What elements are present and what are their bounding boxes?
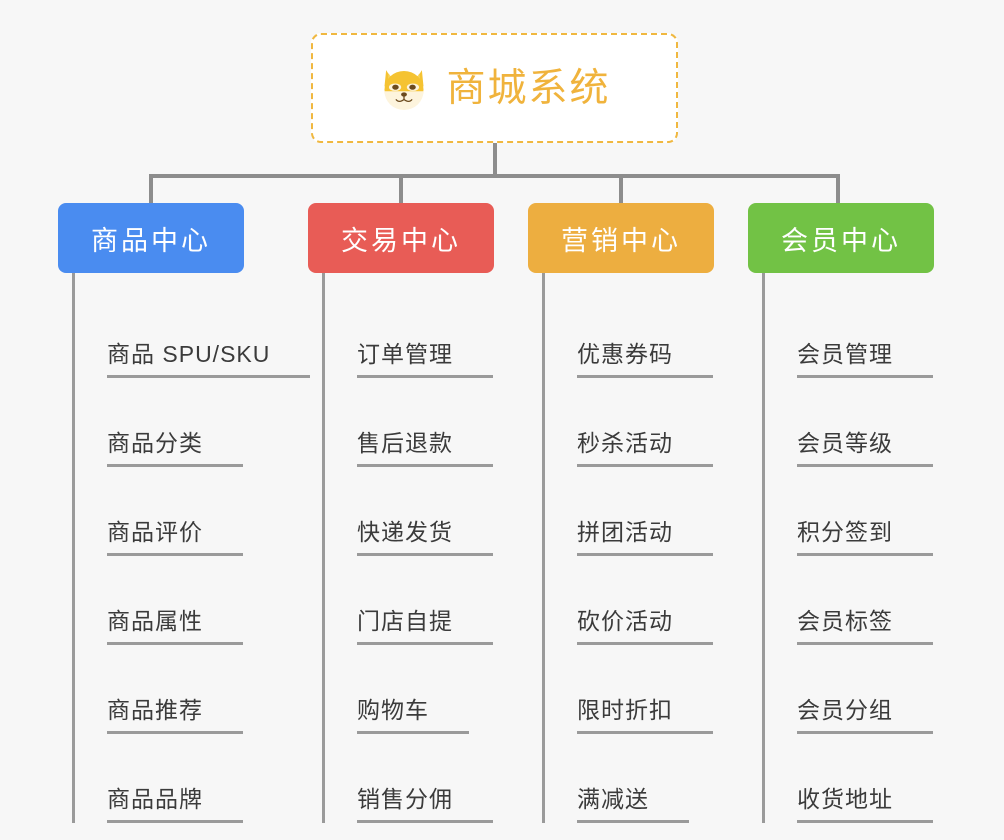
list-item[interactable]: 会员等级 <box>765 378 978 467</box>
list-item[interactable]: 快递发货 <box>325 467 538 556</box>
leaf-label: 砍价活动 <box>577 607 713 645</box>
leaf-label: 商品品牌 <box>107 785 243 823</box>
list-item[interactable]: 拼团活动 <box>545 467 758 556</box>
list-item[interactable]: 秒杀活动 <box>545 378 758 467</box>
leaf-label: 商品评价 <box>107 518 243 556</box>
list-item[interactable]: 商品属性 <box>75 556 288 645</box>
branch-header-1[interactable]: 交易中心 <box>308 203 494 273</box>
leaf-rail-3: 会员管理 会员等级 积分签到 会员标签 会员分组 收货地址 <box>762 273 978 823</box>
leaf-label: 限时折扣 <box>577 696 713 734</box>
connector-drop-2 <box>399 174 403 205</box>
shiba-dog-icon <box>384 70 424 110</box>
branch-header-0[interactable]: 商品中心 <box>58 203 244 273</box>
list-item[interactable]: 满减送 <box>545 734 758 823</box>
leaf-label: 销售分佣 <box>357 785 493 823</box>
leaf-rail-1: 订单管理 售后退款 快递发货 门店自提 购物车 销售分佣 <box>322 273 538 823</box>
list-item[interactable]: 商品 SPU/SKU <box>75 289 311 378</box>
leaf-label: 优惠券码 <box>577 340 713 378</box>
list-item[interactable]: 收货地址 <box>765 734 978 823</box>
leaf-label: 快递发货 <box>357 518 493 556</box>
leaf-label: 商品推荐 <box>107 696 243 734</box>
list-item[interactable]: 门店自提 <box>325 556 538 645</box>
leaf-label: 会员等级 <box>797 429 933 467</box>
leaf-label: 满减送 <box>577 785 689 823</box>
leaf-label: 商品属性 <box>107 607 243 645</box>
branch-header-2[interactable]: 营销中心 <box>528 203 714 273</box>
connector-drop-4 <box>836 174 840 205</box>
leaf-rail-2: 优惠券码 秒杀活动 拼团活动 砍价活动 限时折扣 满减送 <box>542 273 758 823</box>
branch-column-0: 商品中心 商品 SPU/SKU 商品分类 商品评价 商品属性 商品推荐 商品品牌 <box>58 203 311 823</box>
connector-root-stem <box>493 143 497 177</box>
leaf-label: 秒杀活动 <box>577 429 713 467</box>
branch-column-2: 营销中心 优惠券码 秒杀活动 拼团活动 砍价活动 限时折扣 满减送 <box>528 203 758 823</box>
connector-drop-1 <box>149 174 153 205</box>
leaf-rail-0: 商品 SPU/SKU 商品分类 商品评价 商品属性 商品推荐 商品品牌 <box>72 273 311 823</box>
list-item[interactable]: 购物车 <box>325 645 538 734</box>
list-item[interactable]: 会员标签 <box>765 556 978 645</box>
leaf-label: 收货地址 <box>797 785 933 823</box>
list-item[interactable]: 商品品牌 <box>75 734 288 823</box>
leaf-label: 积分签到 <box>797 518 933 556</box>
leaf-label: 商品 SPU/SKU <box>107 340 311 378</box>
connector-bus <box>149 174 840 178</box>
list-item[interactable]: 砍价活动 <box>545 556 758 645</box>
leaf-label: 会员标签 <box>797 607 933 645</box>
branch-header-3[interactable]: 会员中心 <box>748 203 934 273</box>
leaf-label: 拼团活动 <box>577 518 713 556</box>
list-item[interactable]: 优惠券码 <box>545 289 758 378</box>
leaf-label: 门店自提 <box>357 607 493 645</box>
leaf-label: 售后退款 <box>357 429 493 467</box>
root-node[interactable]: 商城系统 <box>311 33 678 143</box>
leaf-label: 会员管理 <box>797 340 933 378</box>
list-item[interactable]: 商品推荐 <box>75 645 288 734</box>
root-title: 商城系统 <box>446 66 611 110</box>
connector-drop-3 <box>619 174 623 205</box>
branch-column-1: 交易中心 订单管理 售后退款 快递发货 门店自提 购物车 销售分佣 <box>308 203 538 823</box>
branch-column-3: 会员中心 会员管理 会员等级 积分签到 会员标签 会员分组 收货地址 <box>748 203 978 823</box>
list-item[interactable]: 销售分佣 <box>325 734 538 823</box>
list-item[interactable]: 订单管理 <box>325 289 538 378</box>
list-item[interactable]: 售后退款 <box>325 378 538 467</box>
list-item[interactable]: 积分签到 <box>765 467 978 556</box>
leaf-label: 商品分类 <box>107 429 243 467</box>
list-item[interactable]: 会员分组 <box>765 645 978 734</box>
leaf-label: 会员分组 <box>797 696 933 734</box>
list-item[interactable]: 商品分类 <box>75 378 288 467</box>
leaf-label: 购物车 <box>357 696 469 734</box>
list-item[interactable]: 商品评价 <box>75 467 288 556</box>
list-item[interactable]: 会员管理 <box>765 289 978 378</box>
leaf-label: 订单管理 <box>357 340 493 378</box>
list-item[interactable]: 限时折扣 <box>545 645 758 734</box>
